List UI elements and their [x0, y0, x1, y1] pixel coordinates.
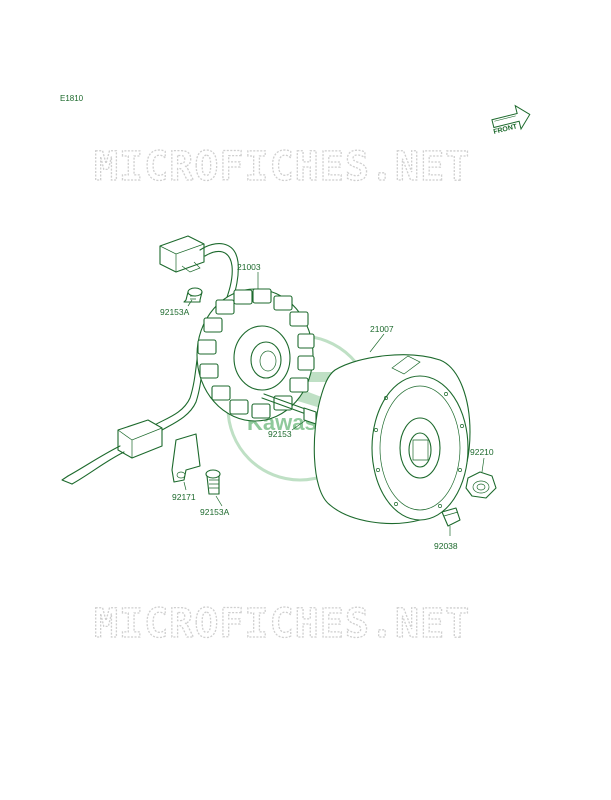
- diagram-code: E1810: [60, 94, 84, 103]
- flywheel-rotor-21007: [313, 354, 471, 525]
- part-label-21003: 21003: [237, 262, 261, 272]
- part-label-92210: 92210: [470, 447, 494, 457]
- nut-92210: [465, 471, 497, 499]
- part-label-92038: 92038: [434, 541, 458, 551]
- watermark-top: MICROFICHES.NET: [94, 144, 470, 190]
- bolt-92153A-top: [183, 287, 203, 303]
- watermark-bottom: MICROFICHES.NET: [94, 601, 470, 647]
- part-label-92153: 92153: [268, 429, 292, 439]
- front-arrow-icon: [491, 104, 531, 131]
- part-label-92171: 92171: [172, 492, 196, 502]
- part-label-21007: 21007: [370, 324, 394, 334]
- part-label-92153A-top: 92153A: [160, 307, 190, 317]
- bolt-92153A-bottom: [205, 469, 221, 495]
- key-92038: [441, 507, 461, 527]
- bolt-92153: [261, 393, 317, 425]
- stator-assembly-21003: [61, 235, 315, 485]
- bracket-92171: [171, 433, 201, 483]
- part-label-92153A-bottom: 92153A: [200, 507, 230, 517]
- leader-lines: [183, 272, 485, 536]
